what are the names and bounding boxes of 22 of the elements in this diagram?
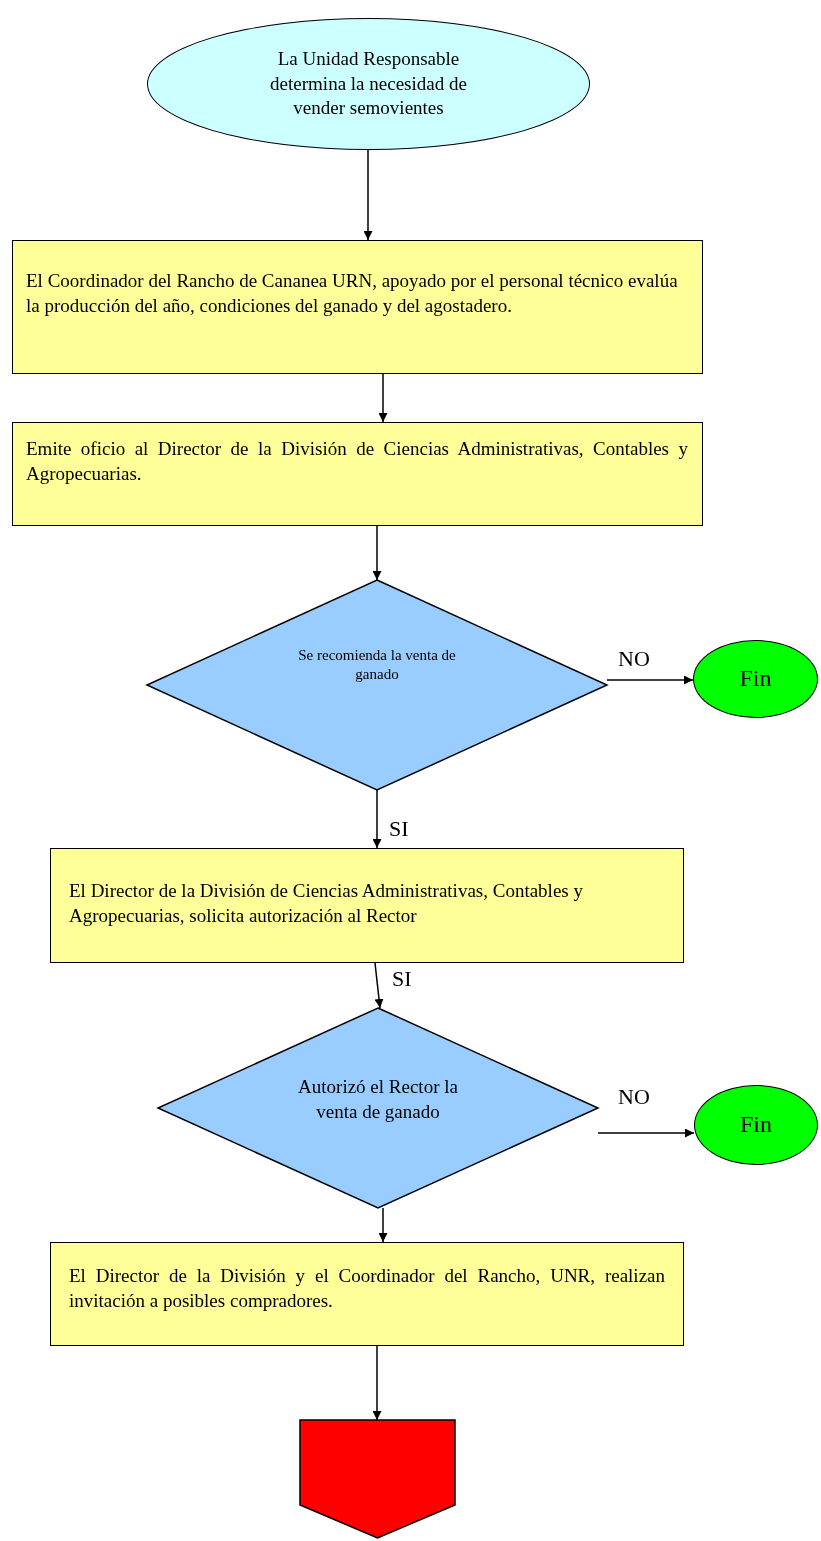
arrow xyxy=(606,675,694,685)
process-box: El Coordinador del Rancho de Cananea URN, apoyado por el personal técnico evalúa la producción del año, condiciones del ganado y del agostadero. xyxy=(12,240,703,374)
arrow xyxy=(374,962,384,1009)
decision-text: Autorizó el Rector la venta de ganado xyxy=(297,1075,459,1124)
arrow xyxy=(363,149,373,241)
edge-label: SI xyxy=(392,968,412,990)
arrow xyxy=(372,1345,382,1421)
process-box: Emite oficio al Director de la División de Ciencias Administrativas, Contables y Agropecuarias. xyxy=(12,422,703,526)
decision-text: Se recomienda la venta de ganado xyxy=(297,645,457,684)
arrow xyxy=(378,1207,388,1243)
edge-label: NO xyxy=(618,1086,650,1108)
arrow xyxy=(372,789,382,849)
process-box: El Director de la División y el Coordinador del Rancho, UNR, realizan invitación a posibles compradores. xyxy=(50,1242,684,1346)
process-box: El Director de la División de Ciencias Administrativas, Contables y Agropecuarias, solicita autorización al Rector xyxy=(50,848,684,963)
edge-label: SI xyxy=(389,818,409,840)
arrow xyxy=(597,1128,695,1138)
terminal-ellipse: Fin xyxy=(693,640,818,718)
terminal-ellipse: Fin xyxy=(694,1085,818,1165)
arrow xyxy=(372,525,382,581)
arrow xyxy=(378,373,388,423)
terminal-ellipse: La Unidad Responsable determina la necesidad de vender semovientes xyxy=(147,18,590,150)
edge-label: NO xyxy=(618,648,650,670)
